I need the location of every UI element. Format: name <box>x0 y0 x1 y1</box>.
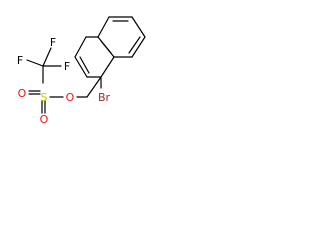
atom-f-right: F <box>64 60 70 73</box>
bond-c6-c7 <box>131 16 146 38</box>
bond-c2-c1 <box>86 76 102 98</box>
atom-f-top: F <box>50 36 56 49</box>
atom-o-bottom: O <box>40 113 49 126</box>
atom-s: S <box>41 91 48 104</box>
bond-c4a-c5 <box>97 16 110 38</box>
bonds <box>26 16 146 114</box>
bond-c7-c8 <box>131 36 146 58</box>
bond-c-f-top <box>42 47 52 67</box>
molecule-structure: F F F S O O O Br <box>17 16 146 126</box>
atom-o-link: O <box>66 91 75 104</box>
bond-c3-c2 <box>74 56 88 78</box>
bond-c7-c8-inner <box>128 36 141 54</box>
atom-o-top: O <box>18 87 27 100</box>
bond-c1-c8a <box>100 56 115 78</box>
atom-f-left: F <box>17 54 23 67</box>
atom-br: Br <box>98 91 111 104</box>
bond-c4a-c8a-inner <box>100 40 112 54</box>
bond-c4-c3 <box>74 36 87 58</box>
bond-c-f-left <box>26 59 44 67</box>
bond-c3-c2-inner <box>79 56 90 74</box>
